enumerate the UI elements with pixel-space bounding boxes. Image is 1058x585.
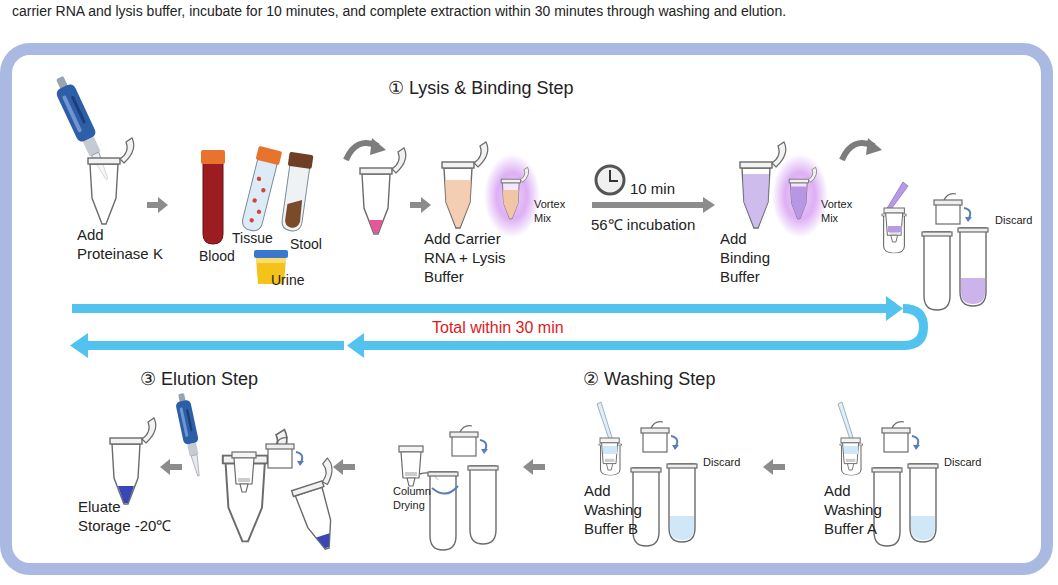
- text-label: Discard: [703, 456, 740, 470]
- panel: ① Lysis & Binding Step ② Washing Step ③ El…: [0, 43, 1053, 575]
- text-label: Add Washing Buffer A: [824, 482, 894, 538]
- text-label: Discard: [944, 456, 981, 470]
- text-label: Discard: [995, 214, 1032, 228]
- text-label: 56℃ incubation: [591, 216, 695, 235]
- text-label: Vortex Mix: [821, 198, 859, 226]
- text-label: Column Drying: [393, 485, 438, 513]
- text-label: Blood: [199, 248, 235, 266]
- text-label: Total within 30 min: [432, 318, 564, 338]
- step-heading: ③ Elution Step: [140, 369, 258, 391]
- text-label: 10 min: [630, 180, 675, 199]
- text-label: Add Proteinase K: [77, 226, 172, 264]
- text-label: Urine: [271, 272, 304, 290]
- text-label: Stool: [290, 236, 322, 254]
- step-heading: ② Washing Step: [583, 369, 715, 391]
- text-label: Add Washing Buffer B: [584, 482, 654, 538]
- text-label: Add Binding Buffer: [720, 230, 782, 286]
- text-label: Vortex Mix: [534, 198, 572, 226]
- caption: carrier RNA and lysis buffer, incubate f…: [12, 3, 1052, 21]
- text-label: Add Carrier RNA + Lysis Buffer: [424, 230, 516, 286]
- text-label: Tissue: [232, 230, 273, 248]
- text-label: Eluate Storage -20℃: [78, 498, 176, 536]
- step-heading: ① Lysis & Binding Step: [388, 78, 573, 100]
